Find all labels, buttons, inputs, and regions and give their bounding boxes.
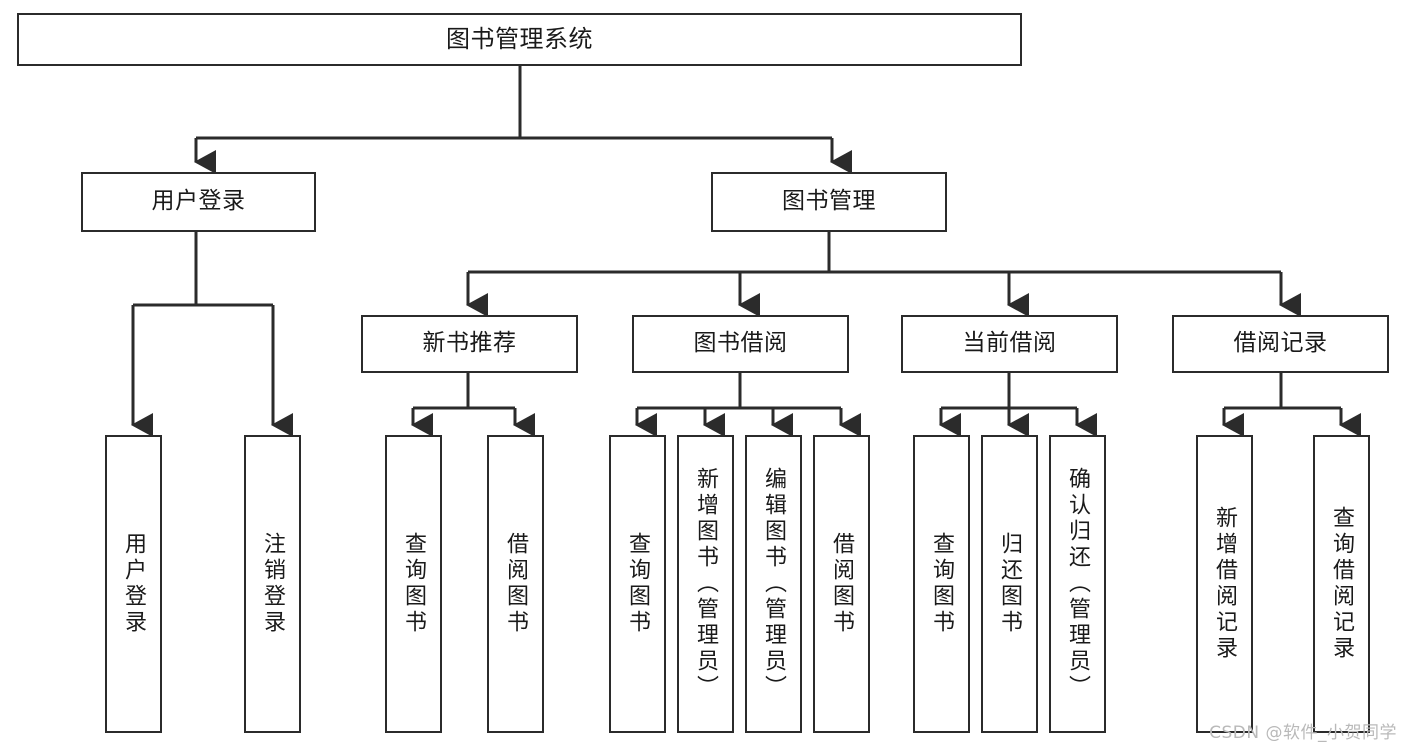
leaf-add-book-admin[interactable]: 新增图书（管理员） xyxy=(677,435,734,733)
node-current-borrow[interactable]: 当前借阅 xyxy=(901,315,1118,373)
node-label: 编辑图书（管理员） xyxy=(761,467,787,701)
leaf-user-login[interactable]: 用户登录 xyxy=(105,435,162,733)
node-label: 借阅图书 xyxy=(503,532,529,636)
leaf-query-book-recommend[interactable]: 查询图书 xyxy=(385,435,442,733)
node-root-system[interactable]: 图书管理系统 xyxy=(17,13,1022,66)
node-label: 新增借阅记录 xyxy=(1212,506,1238,662)
node-label: 用户登录 xyxy=(121,532,147,636)
node-user-login[interactable]: 用户登录 xyxy=(81,172,316,232)
leaf-return-book[interactable]: 归还图书 xyxy=(981,435,1038,733)
node-label: 新增图书（管理员） xyxy=(693,467,719,701)
node-label: 查询图书 xyxy=(401,532,427,636)
node-borrow-record[interactable]: 借阅记录 xyxy=(1172,315,1389,373)
node-book-management[interactable]: 图书管理 xyxy=(711,172,947,232)
leaf-query-book[interactable]: 查询图书 xyxy=(609,435,666,733)
leaf-query-borrow-record[interactable]: 查询借阅记录 xyxy=(1313,435,1370,733)
watermark-text: CSDN @软件_小贺同学 xyxy=(1209,723,1397,743)
node-label: 注销登录 xyxy=(260,532,286,636)
leaf-logout[interactable]: 注销登录 xyxy=(244,435,301,733)
node-label: 用户登录 xyxy=(151,188,246,215)
node-label: 新书推荐 xyxy=(422,330,517,357)
node-new-book-recommend[interactable]: 新书推荐 xyxy=(361,315,578,373)
node-label: 当前借阅 xyxy=(962,330,1057,357)
node-label: 确认归还（管理员） xyxy=(1065,467,1091,701)
leaf-query-book-current[interactable]: 查询图书 xyxy=(913,435,970,733)
leaf-edit-book-admin[interactable]: 编辑图书（管理员） xyxy=(745,435,802,733)
leaf-add-borrow-record[interactable]: 新增借阅记录 xyxy=(1196,435,1253,733)
node-label: 归还图书 xyxy=(997,532,1023,636)
node-label: 查询图书 xyxy=(625,532,651,636)
node-label: 查询借阅记录 xyxy=(1329,506,1355,662)
leaf-borrow-book-recommend[interactable]: 借阅图书 xyxy=(487,435,544,733)
leaf-borrow-book[interactable]: 借阅图书 xyxy=(813,435,870,733)
node-label: 图书管理 xyxy=(782,188,876,215)
leaf-confirm-return-admin[interactable]: 确认归还（管理员） xyxy=(1049,435,1106,733)
node-label: 查询图书 xyxy=(929,532,955,636)
node-label: 图书借阅 xyxy=(693,330,788,357)
node-label: 借阅图书 xyxy=(829,532,855,636)
node-label: 借阅记录 xyxy=(1233,330,1328,357)
node-label: 图书管理系统 xyxy=(446,25,593,54)
node-book-borrow[interactable]: 图书借阅 xyxy=(632,315,849,373)
